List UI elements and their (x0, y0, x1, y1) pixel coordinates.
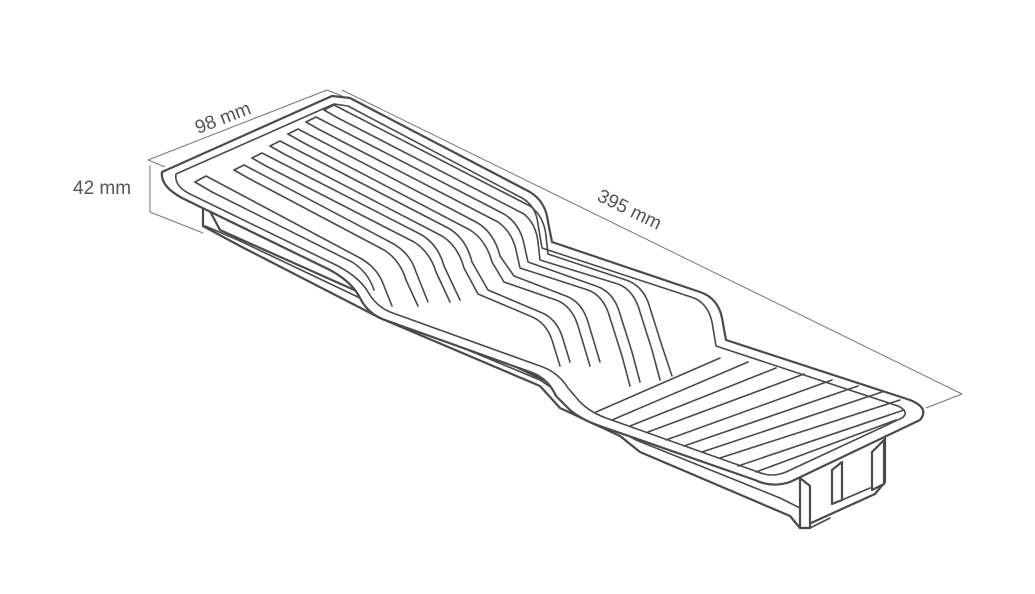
width-dimension-line (147, 89, 328, 161)
tray-inner-rim (174, 103, 906, 476)
knife-tray (160, 94, 925, 530)
tray-legs (798, 438, 886, 530)
tray-rim (160, 94, 925, 486)
length-dimension-label: 395 mm (594, 186, 665, 235)
dimension-lines (147, 89, 963, 409)
width-dimension-label: 98 mm (192, 98, 254, 138)
length-dimension-line (341, 89, 963, 395)
tip-ribs (595, 357, 905, 473)
knife-slots (194, 104, 673, 387)
height-dimension-label: 42 mm (73, 178, 131, 199)
